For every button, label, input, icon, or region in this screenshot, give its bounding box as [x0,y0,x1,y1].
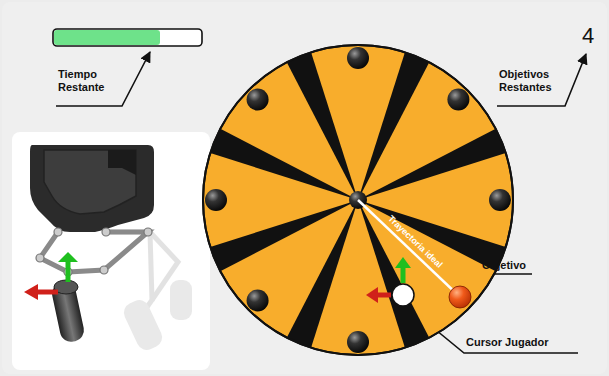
cursor-label: Cursor Jugador [466,336,549,349]
hole [489,189,511,211]
board-wedge [287,52,358,200]
target-board [203,45,513,355]
target [449,286,471,308]
board-wedge [358,129,506,200]
board-wedge [210,200,358,271]
hole [205,189,227,211]
hole [447,89,469,111]
hole [247,289,269,311]
targets-count: 4 [582,24,594,48]
player-cursor [392,284,414,306]
timer-label: Tiempo Restante [58,68,104,94]
hole [347,331,369,353]
targets-label: Objetivos Restantes [499,68,552,94]
timer-bar [53,29,202,46]
target-label: Objetivo [482,259,526,272]
hole [347,47,369,69]
hole [247,89,269,111]
device-illustration [12,132,210,370]
